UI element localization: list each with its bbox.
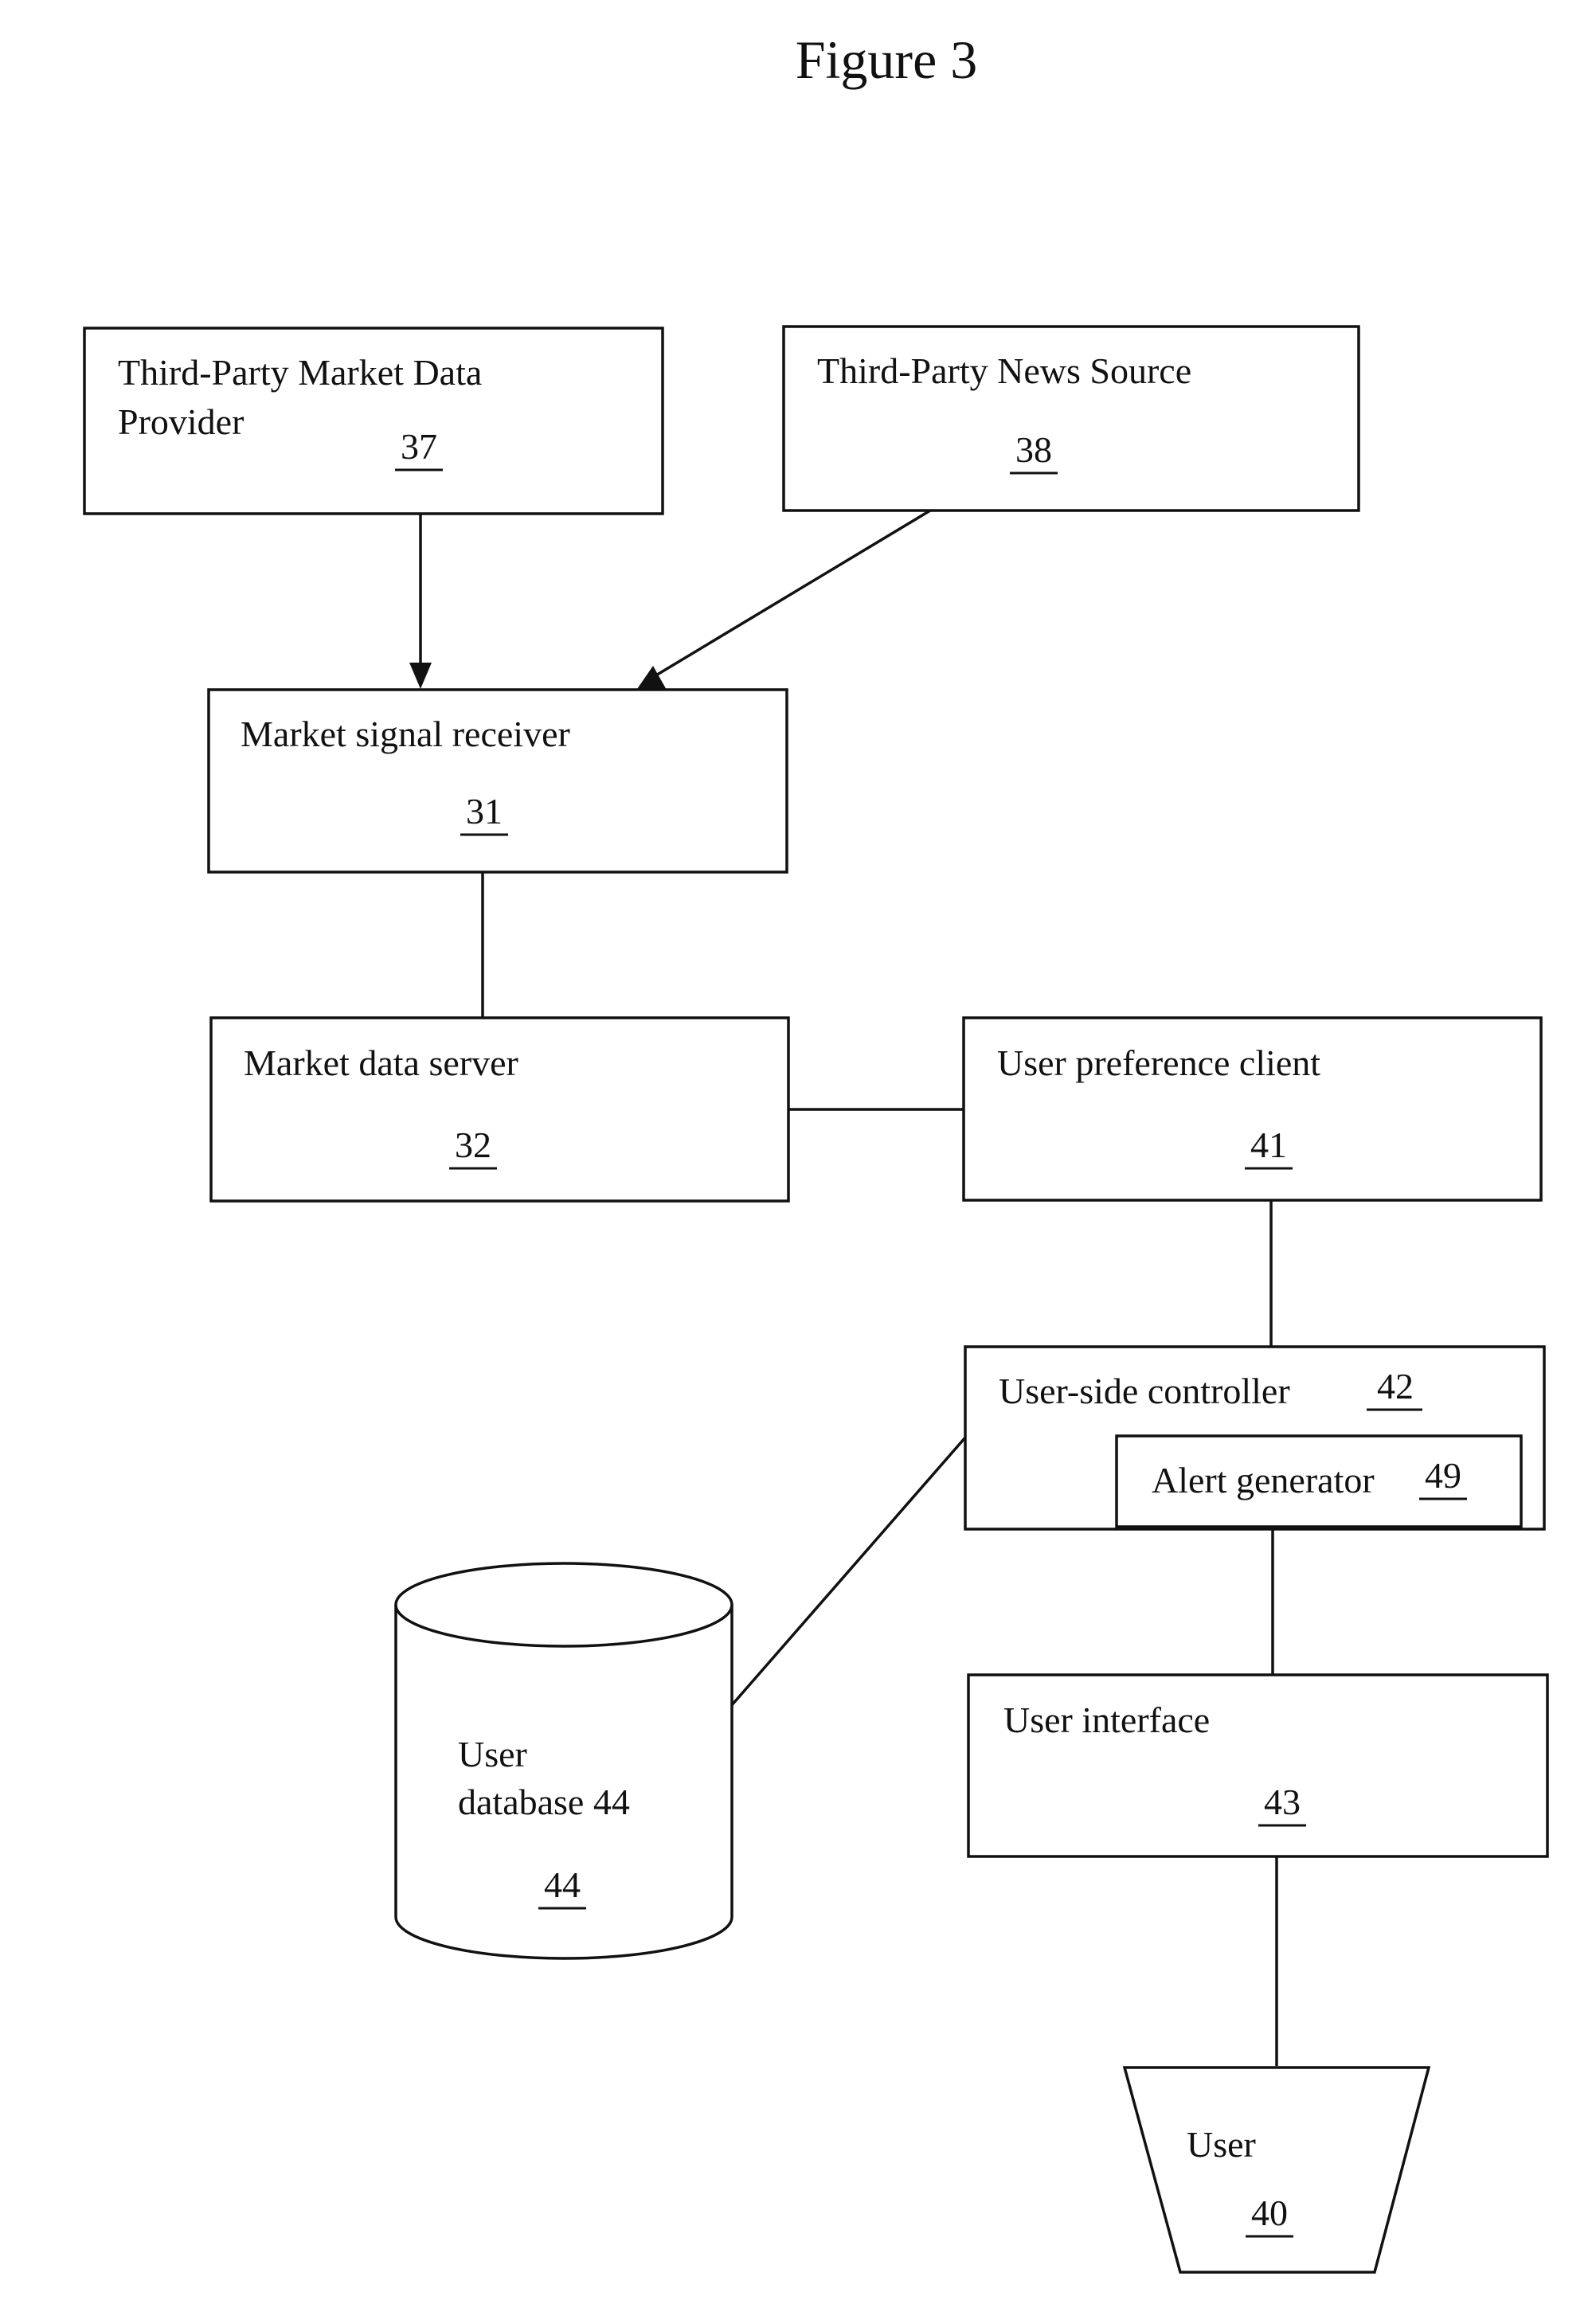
node-label: Provider [118, 401, 244, 442]
node-label: User preference client [997, 1043, 1320, 1083]
reference-number: 42 [1377, 1366, 1414, 1406]
node-user-interface: User interface 43 [967, 1673, 1549, 1858]
node-label: Market signal receiver [241, 714, 570, 754]
figure-title: Figure 3 [796, 29, 978, 90]
node-user: User 40 [1122, 2066, 1431, 2274]
node-market-data-provider: Third-Party Market Data Provider 37 [83, 327, 664, 515]
node-label: Third-Party News Source [817, 350, 1191, 391]
node-market-data-server: Market data server 32 [209, 1016, 790, 1203]
reference-number: 43 [1264, 1782, 1301, 1822]
connector-37-to-31 [409, 514, 432, 689]
node-user-preference-client: User preference client 41 [962, 1016, 1543, 1202]
reference-number: 40 [1251, 2193, 1288, 2233]
reference-number: 31 [466, 791, 503, 831]
node-label: User [458, 1734, 527, 1774]
node-label: Alert generator [1152, 1460, 1375, 1500]
reference-number: 38 [1015, 429, 1052, 470]
node-user-side-controller: User-side controller 42 Alert generator … [964, 1345, 1546, 1531]
node-label: User [1187, 2124, 1256, 2165]
connector-38-to-31 [636, 509, 931, 691]
node-news-source: Third-Party News Source 38 [782, 325, 1360, 512]
reference-number: 41 [1250, 1125, 1287, 1165]
reference-number: 37 [401, 426, 437, 467]
node-market-signal-receiver: Market signal receiver 31 [207, 688, 788, 874]
reference-number: 32 [455, 1125, 491, 1165]
reference-number: 49 [1425, 1455, 1461, 1496]
node-alert-generator: Alert generator 49 [1115, 1434, 1523, 1528]
connector-42-to-44 [730, 1436, 967, 1708]
node-label: database 44 [458, 1782, 630, 1822]
node-user-database: User database 44 44 [394, 1562, 733, 1960]
node-label: User-side controller [999, 1371, 1290, 1411]
node-label: Market data server [244, 1043, 518, 1083]
node-label: Third-Party Market Data [118, 352, 482, 393]
node-label: User interface [1003, 1700, 1210, 1740]
reference-number: 44 [544, 1864, 581, 1905]
